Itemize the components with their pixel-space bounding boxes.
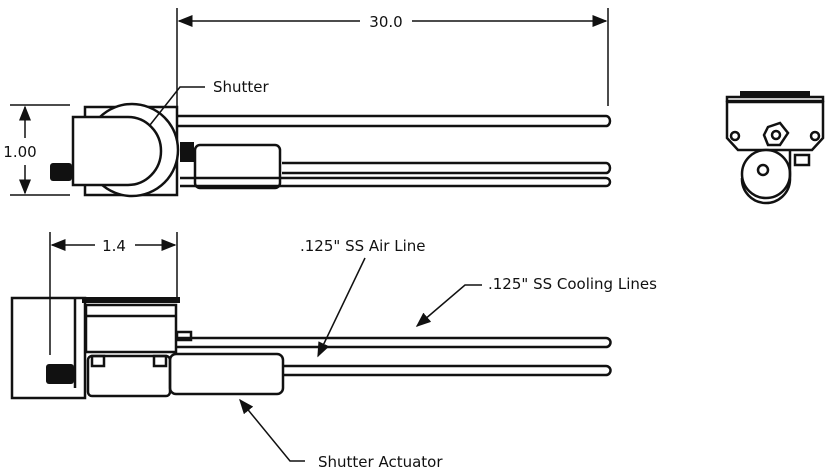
- height-value: 1.00: [3, 143, 36, 161]
- shutter-block: [71, 115, 163, 187]
- front-view: 1.4 .125" SS Air Line .125" SS Cooling L…: [10, 232, 657, 471]
- offset-dimension: 1.4: [49, 232, 178, 355]
- actuator-top: [193, 143, 282, 190]
- cooling-lines-label: .125" SS Cooling Lines: [488, 275, 657, 293]
- cooling-lines-callout: .125" SS Cooling Lines: [415, 275, 657, 327]
- air-line-callout: .125" SS Air Line: [300, 237, 426, 358]
- rods-front: [177, 336, 612, 377]
- shutter-callout: Shutter: [149, 78, 270, 126]
- actuator-label: Shutter Actuator: [318, 453, 443, 471]
- offset-value: 1.4: [102, 237, 126, 255]
- length-value: 30.0: [369, 13, 402, 31]
- rods-top: [177, 114, 612, 188]
- shutter-label: Shutter: [213, 78, 270, 96]
- fitting-right: [180, 142, 194, 162]
- side-view: [725, 91, 825, 205]
- valve-block: [86, 354, 172, 398]
- top-view: 30.0 1.00 Shutter: [3, 8, 612, 198]
- air-line-label: .125" SS Air Line: [300, 237, 426, 255]
- actuator-callout: Shutter Actuator: [239, 398, 443, 471]
- fitting-front: [46, 364, 74, 384]
- height-dimension: 1.00: [3, 104, 70, 196]
- fitting-left: [50, 163, 72, 181]
- shutter-body: [84, 303, 178, 354]
- actuator-front: [168, 352, 285, 396]
- length-dimension: 30.0: [176, 8, 609, 130]
- top-flange: [82, 297, 180, 303]
